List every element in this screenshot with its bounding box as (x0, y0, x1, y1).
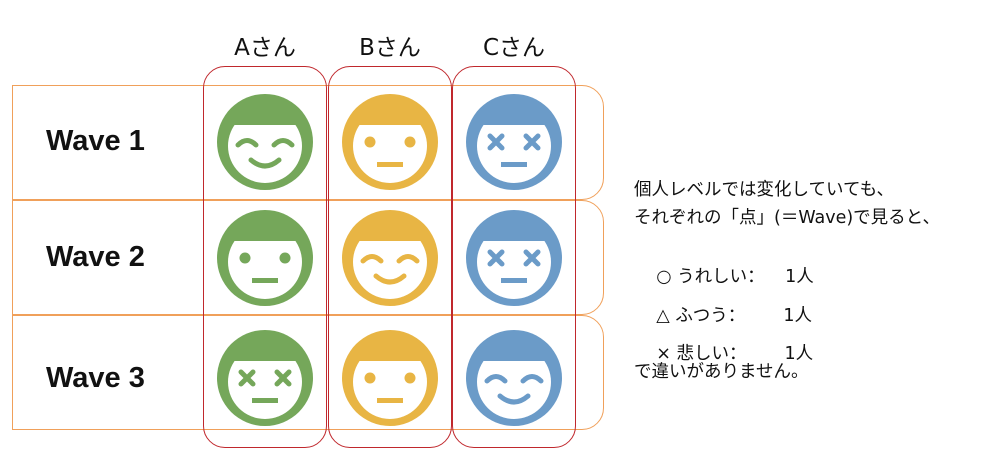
column-box-c (452, 66, 576, 448)
cross-symbol: × (656, 344, 671, 364)
column-header-c: Cさん (482, 35, 546, 61)
face-happy-icon (466, 330, 562, 426)
note-label-happy: うれしい： (677, 267, 765, 287)
face-happy-icon (342, 210, 438, 306)
row-box-wave-2 (12, 200, 604, 315)
note-item-sad: × 悲しい： 1人 (634, 320, 813, 385)
note-count-neutral: 1人 (783, 306, 812, 326)
note-label-sad: 悲しい： (676, 344, 747, 364)
note-count-happy: 1人 (785, 267, 814, 287)
face-happy-icon (217, 94, 313, 190)
note-line-2: それぞれの「点」(＝Wave)で見ると、 (634, 208, 940, 228)
row-label-wave-3: Wave 3 (46, 362, 145, 394)
note-item-neutral: △ ふつう： 1人 (634, 282, 812, 347)
note-item-happy: ○ うれしい： 1人 (634, 243, 814, 308)
triangle-symbol: △ (656, 306, 670, 326)
note-line-end: で違いがありません。 (634, 362, 809, 382)
face-dead-icon (217, 330, 313, 426)
column-box-b (328, 66, 452, 448)
column-box-a (203, 66, 327, 448)
column-header-b: Bさん (359, 35, 421, 61)
face-neutral-icon (342, 330, 438, 426)
row-label-wave-1: Wave 1 (46, 125, 145, 157)
note-label-neutral: ふつう： (675, 306, 746, 326)
column-header-a: Aさん (234, 35, 296, 61)
face-dead-icon (466, 210, 562, 306)
circle-symbol: ○ (656, 267, 672, 287)
face-neutral-icon (217, 210, 313, 306)
row-label-wave-2: Wave 2 (46, 241, 145, 273)
note-line-1: 個人レベルでは変化していても、 (634, 180, 895, 200)
face-neutral-icon (342, 94, 438, 190)
note-count-sad: 1人 (784, 344, 814, 364)
face-dead-icon (466, 94, 562, 190)
